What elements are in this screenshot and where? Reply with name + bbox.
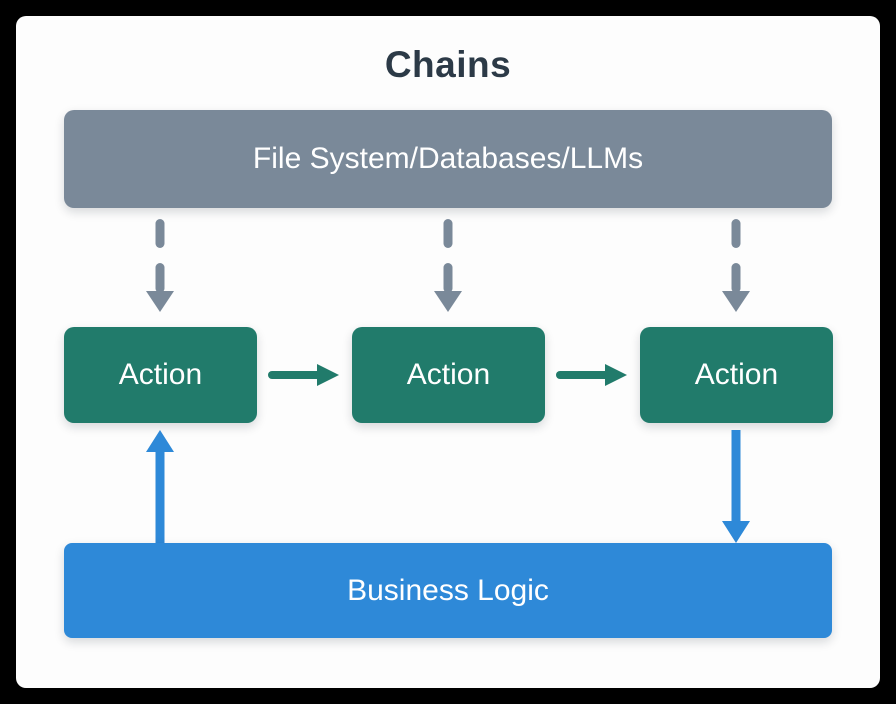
right-arrow-icon bbox=[556, 364, 627, 386]
node-label: Action bbox=[694, 358, 779, 391]
up-arrow-icon bbox=[146, 430, 174, 543]
node-file-system-databases-llms: File System/Databases/LLMs bbox=[64, 110, 832, 208]
node-business-logic: Business Logic bbox=[64, 543, 832, 638]
dashed-down-arrow-icon bbox=[722, 219, 750, 312]
node-label: Action bbox=[118, 358, 203, 391]
right-arrow-icon bbox=[268, 364, 339, 386]
node-action-1: Action bbox=[64, 327, 257, 423]
node-label: Action bbox=[406, 358, 491, 391]
dashed-down-arrow-icon bbox=[434, 219, 462, 312]
node-action-2: Action bbox=[352, 327, 545, 423]
node-label: File System/Databases/LLMs bbox=[252, 142, 644, 175]
diagram-title: Chains bbox=[384, 44, 512, 85]
node-label: Business Logic bbox=[347, 573, 549, 607]
node-action-3: Action bbox=[640, 327, 833, 423]
down-arrow-icon bbox=[722, 430, 750, 543]
dashed-down-arrow-icon bbox=[146, 219, 174, 312]
